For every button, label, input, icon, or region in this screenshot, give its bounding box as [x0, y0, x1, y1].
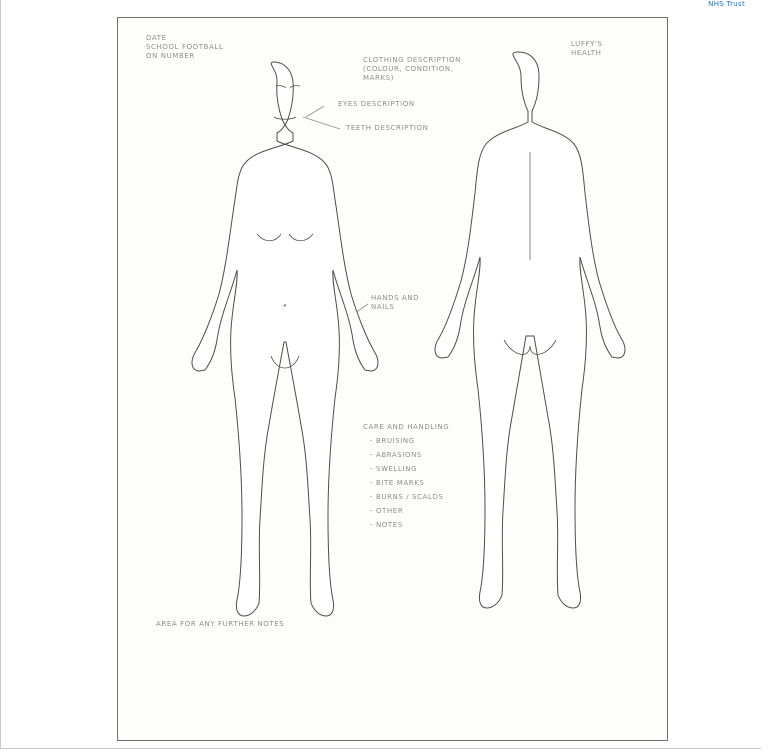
body-back-icon [435, 52, 625, 608]
front-body-outline [173, 44, 393, 629]
corner-text: NHS Trust [708, 0, 745, 8]
back-body-outline [418, 46, 638, 631]
body-map-sheet: DATE SCHOOL FOOTBALL ON NUMBER LUFFY'S H… [117, 17, 668, 741]
body-front-icon [192, 62, 378, 616]
